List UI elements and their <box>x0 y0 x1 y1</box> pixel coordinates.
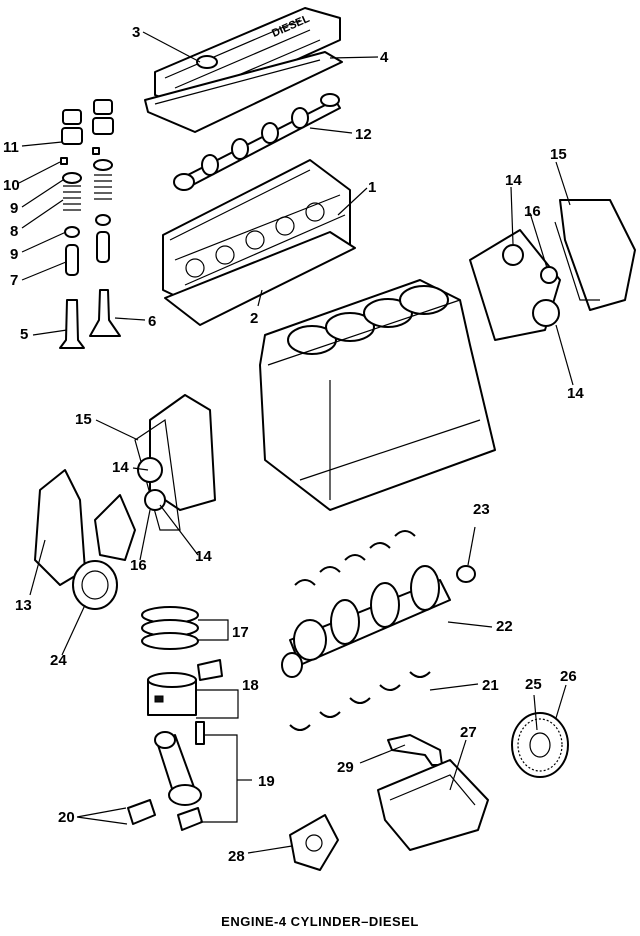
callout-3: 3 <box>132 24 140 41</box>
callout-1: 1 <box>368 179 376 196</box>
engine-block <box>259 279 496 511</box>
callout-27: 27 <box>460 724 477 741</box>
valve-cover-gasket <box>144 51 343 133</box>
callout-4: 4 <box>380 49 389 66</box>
callout-20: 20 <box>58 809 75 826</box>
callout-14a: 14 <box>505 172 522 189</box>
camshaft <box>173 93 341 191</box>
callout-8: 8 <box>10 223 18 240</box>
callout-29: 29 <box>337 759 354 776</box>
callout-23: 23 <box>473 501 490 518</box>
callout-26: 26 <box>560 668 577 685</box>
crankshaft-seal <box>456 565 476 583</box>
flywheel <box>511 712 569 778</box>
callout-14d: 14 <box>195 548 212 565</box>
valve-train-right <box>89 99 121 337</box>
callout-17: 17 <box>232 624 249 641</box>
callout-9b: 9 <box>10 246 18 263</box>
callout-14b: 14 <box>567 385 584 402</box>
callout-18: 18 <box>242 677 259 694</box>
timing-cover-right <box>469 199 636 341</box>
piston-rings <box>141 606 199 650</box>
valve-cover: DIESEL <box>154 7 341 109</box>
main-bearings-lower <box>289 671 431 731</box>
crankshaft <box>281 565 451 678</box>
callout-6: 6 <box>148 313 156 330</box>
head-gasket <box>164 231 356 326</box>
callout-22: 22 <box>496 618 513 635</box>
callout-15b: 15 <box>75 411 92 428</box>
callout-9a: 9 <box>10 200 18 217</box>
callout-28: 28 <box>228 848 245 865</box>
oil-pan <box>377 759 489 851</box>
rod-bearings <box>127 799 203 831</box>
valve-train-left <box>59 109 85 349</box>
diagram-caption: ENGINE-4 CYLINDER–DIESEL <box>221 914 419 929</box>
front-cover <box>34 469 136 586</box>
callout-16a: 16 <box>524 203 541 220</box>
connecting-rod <box>154 721 205 806</box>
leader-lines <box>18 31 574 854</box>
timing-cover-left <box>134 394 216 531</box>
crank-pulley <box>72 560 118 610</box>
callout-19: 19 <box>258 773 275 790</box>
callout-21: 21 <box>482 677 499 694</box>
callout-24: 24 <box>50 652 67 669</box>
callout-11: 11 <box>3 139 19 156</box>
callout-labels: 3 4 11 10 9 8 9 7 12 1 2 5 6 14 15 16 14… <box>3 24 584 865</box>
callout-5: 5 <box>20 326 28 343</box>
callout-15a: 15 <box>550 146 567 163</box>
callout-10: 10 <box>3 177 20 194</box>
callout-12: 12 <box>355 126 372 143</box>
callout-13: 13 <box>15 597 32 614</box>
oil-pump <box>289 814 339 871</box>
oil-pickup <box>387 734 443 766</box>
callout-16b: 16 <box>130 557 147 574</box>
piston <box>147 659 223 716</box>
callout-7: 7 <box>10 272 18 289</box>
callout-25: 25 <box>525 676 542 693</box>
main-bearings-upper <box>294 530 416 586</box>
callout-14c: 14 <box>112 459 129 476</box>
callout-2: 2 <box>250 310 258 327</box>
